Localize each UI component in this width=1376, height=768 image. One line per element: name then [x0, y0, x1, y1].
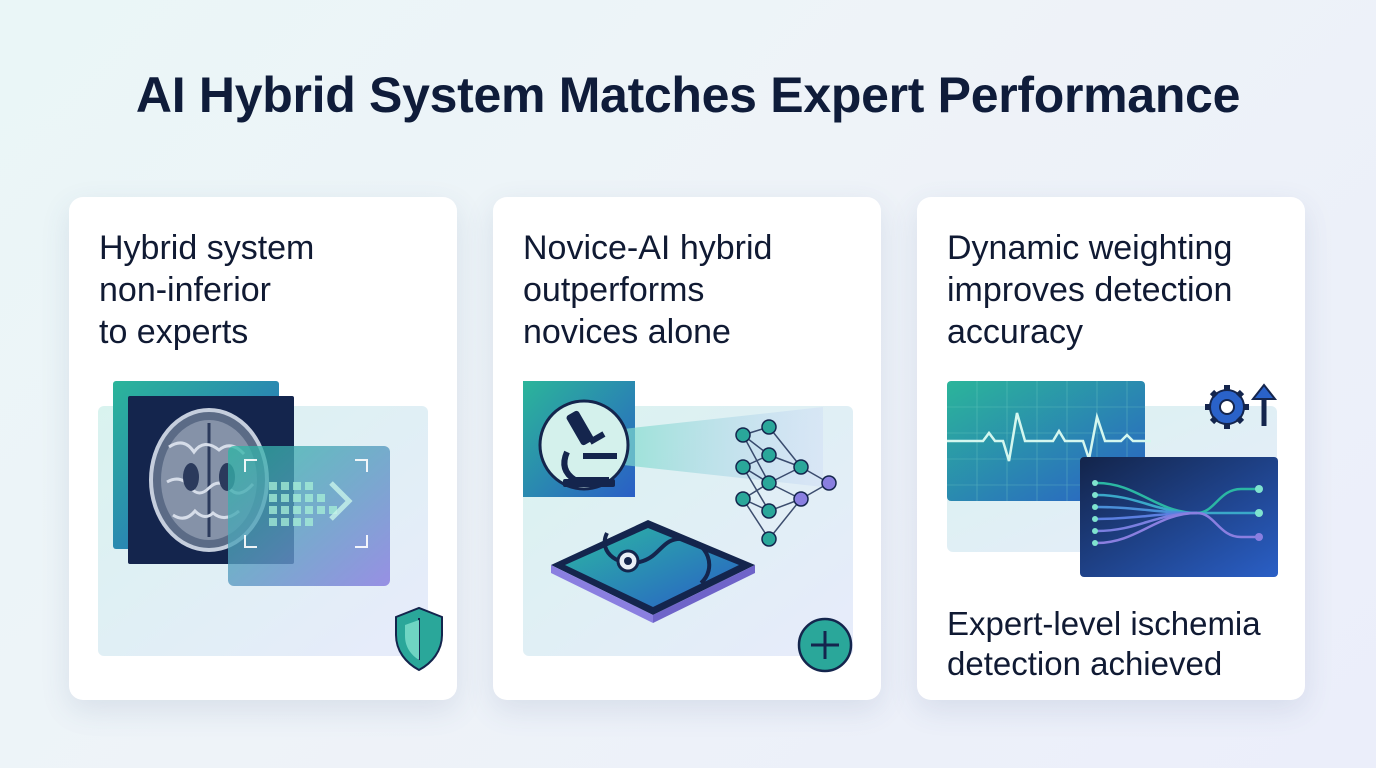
brain-scan-illustration [98, 381, 443, 672]
shield-icon [395, 606, 443, 672]
ecg-dataflow-illustration [947, 381, 1278, 577]
page-title: AI Hybrid System Matches Expert Performa… [135, 67, 1241, 123]
card-heading: Dynamic weighting improves detection acc… [947, 229, 1233, 351]
gear-icon [1205, 385, 1249, 429]
data-flow-icon [1096, 481, 1257, 545]
microscope-network-illustration [523, 381, 853, 673]
arrow-up-icon [1250, 383, 1278, 426]
plus-icon [797, 617, 853, 673]
card-hybrid-non-inferior: Hybrid system non-inferior to experts [69, 197, 457, 700]
card-footer-text: Expert-level ischemia detection achieved [947, 605, 1261, 682]
card-dynamic-weighting: Dynamic weighting improves detection acc… [917, 197, 1305, 700]
tablet-stethoscope-icon [551, 520, 755, 623]
ai-grid-overlay-icon [244, 459, 368, 548]
ecg-waveform-icon [947, 412, 1151, 464]
card-heading: Hybrid system non-inferior to experts [99, 229, 315, 351]
card-heading: Novice-AI hybrid outperforms novices alo… [523, 229, 773, 351]
card-novice-ai-hybrid: Novice-AI hybrid outperforms novices alo… [493, 197, 881, 700]
microscope-icon [538, 399, 630, 491]
neural-network-icon [735, 419, 837, 547]
